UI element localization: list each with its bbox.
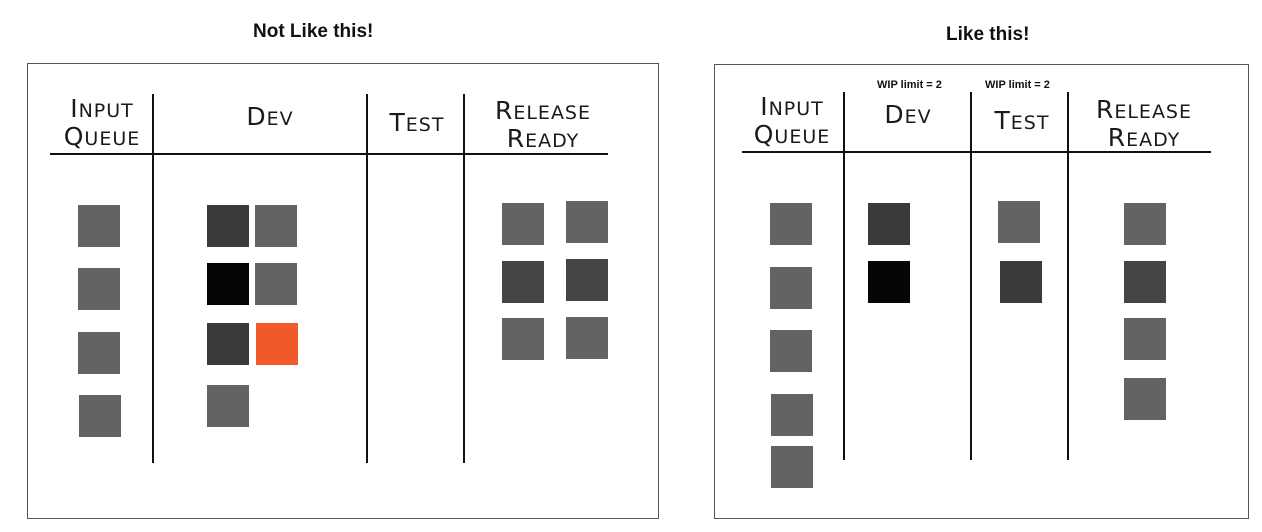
card	[771, 394, 813, 436]
card-blocked	[256, 323, 298, 365]
card	[502, 318, 544, 360]
card	[770, 330, 812, 372]
card	[1124, 261, 1166, 303]
card	[502, 203, 544, 245]
card	[78, 268, 120, 310]
card	[770, 267, 812, 309]
card	[566, 317, 608, 359]
card	[1124, 318, 1166, 360]
left-panel-title: Not Like this!	[253, 21, 374, 42]
left-column-divider	[463, 94, 465, 463]
card	[998, 201, 1040, 243]
left-kanban-board	[27, 63, 659, 519]
left-column-header-input-queue: INPUT QUEUE	[63, 94, 141, 151]
right-column-header-input-queue: INPUT QUEUE	[753, 92, 831, 149]
card	[770, 203, 812, 245]
card	[78, 205, 120, 247]
right-column-header-release-ready: RELEASE READY	[1095, 95, 1193, 152]
card	[79, 395, 121, 437]
card	[255, 205, 297, 247]
right-column-header-dev: DEV	[884, 100, 932, 129]
card	[868, 203, 910, 245]
card	[566, 259, 608, 301]
right-column-divider	[1067, 92, 1069, 460]
card	[207, 385, 249, 427]
card	[207, 323, 249, 365]
card	[502, 261, 544, 303]
card	[78, 332, 120, 374]
card	[207, 263, 249, 305]
left-column-header-dev: DEV	[246, 102, 294, 131]
left-header-divider	[50, 153, 608, 155]
left-column-header-release-ready: RELEASE READY	[494, 96, 592, 153]
left-column-divider	[152, 94, 154, 463]
card	[207, 205, 249, 247]
right-column-divider	[843, 92, 845, 460]
right-column-header-test: TEST	[994, 106, 1050, 135]
dev-wip-limit: WIP limit = 2	[877, 79, 942, 91]
left-column-header-test: TEST	[389, 108, 445, 137]
right-panel-title: Like this!	[946, 24, 1030, 45]
card	[1000, 261, 1042, 303]
card	[1124, 378, 1166, 420]
card	[771, 446, 813, 488]
right-column-divider	[970, 92, 972, 460]
card	[255, 263, 297, 305]
right-header-divider	[742, 151, 1211, 153]
card	[868, 261, 910, 303]
card	[566, 201, 608, 243]
test-wip-limit: WIP limit = 2	[985, 79, 1050, 91]
card	[1124, 203, 1166, 245]
left-column-divider	[366, 94, 368, 463]
